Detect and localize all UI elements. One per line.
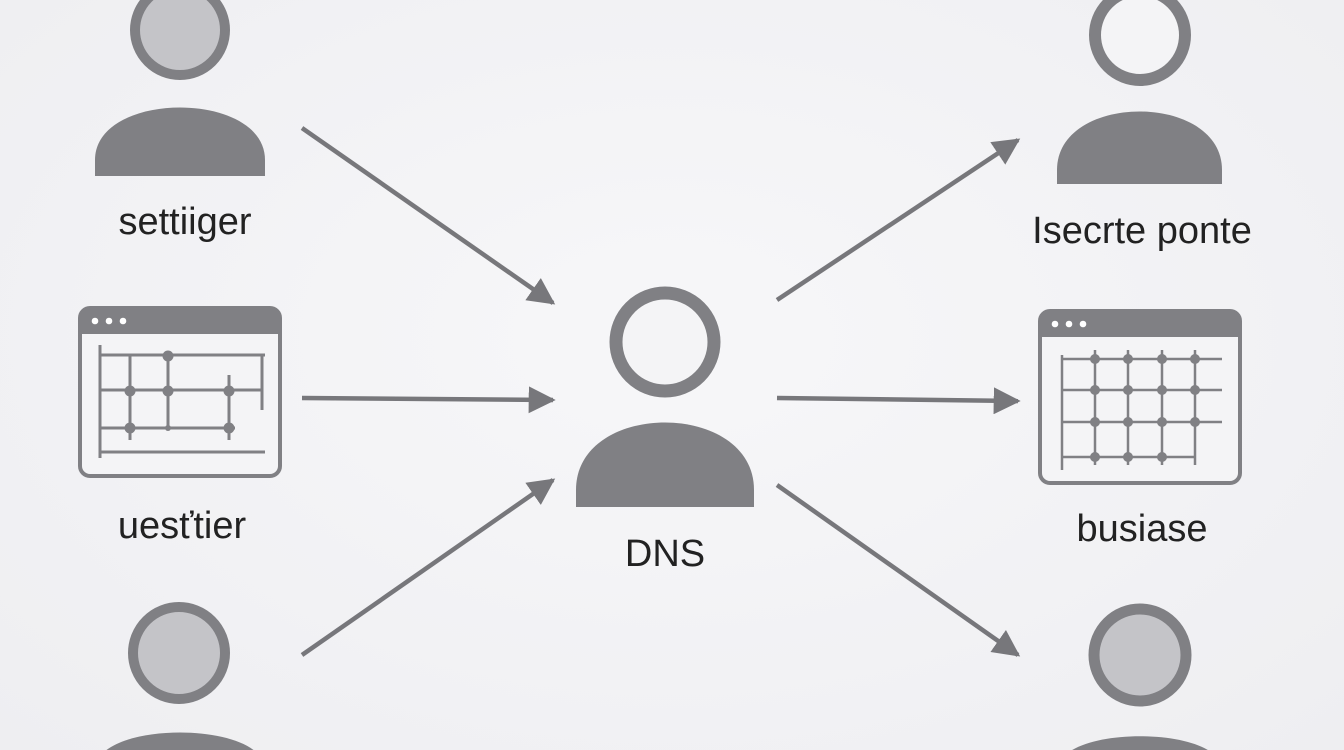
arrow-middle-left-to-center xyxy=(301,386,556,414)
node-label-center: DNS xyxy=(625,533,705,575)
user-outline-icon xyxy=(1057,0,1222,184)
node-label-middle-right: busiase xyxy=(1077,508,1208,550)
arrow-center-to-top-right xyxy=(775,138,1021,302)
dns-user-icon xyxy=(576,286,754,507)
arrow-center-to-middle-right xyxy=(776,387,1021,415)
arrow-center-to-bottom-right xyxy=(775,483,1021,657)
browser-window-network-icon xyxy=(78,306,282,478)
browser-window-grid-icon xyxy=(1038,309,1242,485)
user-filled-icon xyxy=(106,602,254,750)
node-label-top-left: settiiger xyxy=(118,201,251,243)
arrow-top-left-to-center xyxy=(300,126,556,305)
user-filled-icon xyxy=(1072,603,1208,750)
arrow-bottom-left-to-center xyxy=(300,478,556,657)
node-label-middle-left: uesťtier xyxy=(118,505,247,547)
user-filled-icon xyxy=(95,0,265,176)
node-label-top-right: Isecrte ponte xyxy=(1032,210,1252,252)
